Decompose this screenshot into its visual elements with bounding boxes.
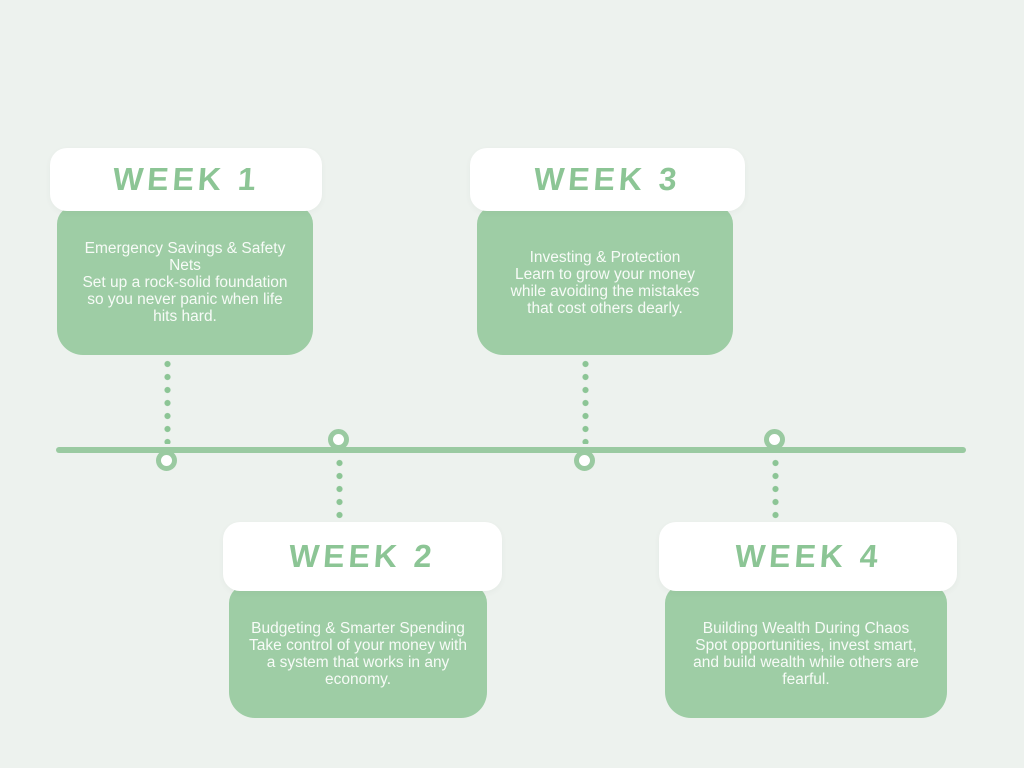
week-3-connector: [582, 358, 589, 444]
week-4-timeline-node: [764, 429, 785, 450]
timeline-line: [56, 447, 966, 453]
week-2-timeline-node: [328, 429, 349, 450]
week-4-body-card: Building Wealth During Chaos Spot opport…: [665, 585, 947, 718]
week-1-title: Emergency Savings & Safety Nets: [84, 240, 286, 274]
week-4-title: Building Wealth During Chaos: [702, 619, 910, 637]
week-3-description: Learn to grow your money while avoiding …: [510, 265, 700, 317]
week-1-description: Set up a rock-solid foundation so you ne…: [82, 274, 288, 325]
week-2-connector: [336, 457, 343, 521]
week-3-title: Investing & Protection: [529, 248, 681, 266]
week-3-timeline-node: [574, 450, 595, 471]
week-3-header-card: WEEK 3: [470, 148, 745, 211]
week-2-body-card: Budgeting & Smarter Spending Take contro…: [229, 585, 487, 718]
week-2-label: WEEK 2: [287, 538, 438, 574]
week-4-label: WEEK 4: [733, 538, 883, 574]
week-1-connector: [164, 358, 171, 444]
week-1-label: WEEK 1: [111, 161, 261, 197]
week-4-header-card: WEEK 4: [659, 522, 957, 591]
week-1-timeline-node: [156, 450, 177, 471]
week-2-description: Take control of your money with a system…: [249, 636, 467, 688]
week-2-header-card: WEEK 2: [223, 522, 502, 591]
week-2-title: Budgeting & Smarter Spending: [251, 619, 465, 637]
week-1-body-card: Emergency Savings & Safety Nets Set up a…: [57, 206, 313, 355]
week-3-body-card: Investing & Protection Learn to grow you…: [477, 206, 733, 355]
week-4-description: Spot opportunities, invest smart, and bu…: [693, 636, 919, 688]
week-4-connector: [772, 457, 779, 521]
week-1-header-card: WEEK 1: [50, 148, 322, 211]
week-3-label: WEEK 3: [532, 161, 683, 197]
